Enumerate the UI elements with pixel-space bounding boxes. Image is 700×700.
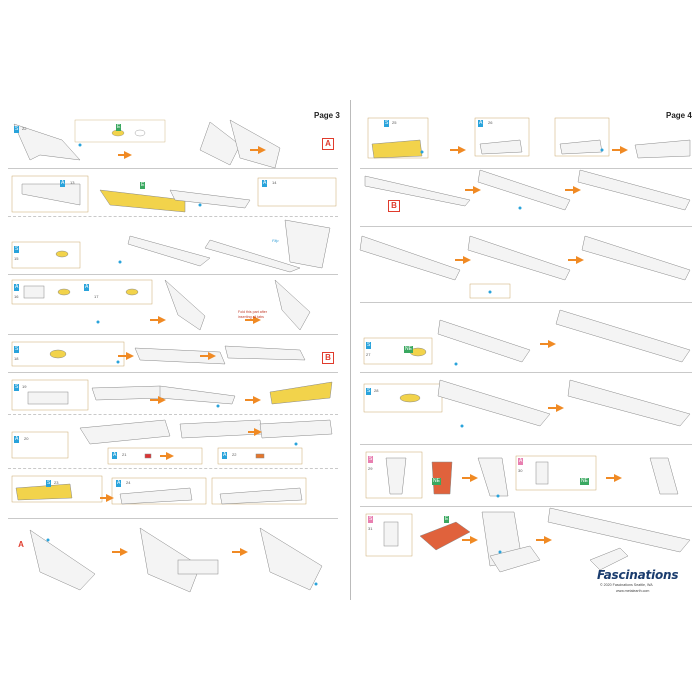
marker-a: A [18, 540, 24, 549]
step-number: 20 [24, 436, 29, 441]
step-number: 29 [368, 466, 373, 471]
step-divider [8, 274, 338, 275]
tag-a: A [116, 480, 122, 487]
tab-markers [46, 143, 604, 586]
step-divider [8, 414, 338, 415]
marker-b: B [388, 200, 400, 212]
fuselage-diagram [11, 379, 333, 411]
step-divider [8, 216, 338, 217]
marker-a: A [322, 138, 334, 150]
tag-e: E [140, 182, 146, 189]
page-label-left: Page 3 [314, 111, 340, 120]
fold-note: Fold this part after inserting all tabs [238, 310, 267, 319]
tag-s: S [384, 120, 390, 127]
stand-diagram [365, 451, 679, 499]
tag-s: S [366, 388, 372, 395]
tag-ne: NE [404, 346, 413, 353]
aircraft-diagram [363, 379, 691, 427]
aircraft-diagram [363, 309, 691, 365]
wing-diagram [11, 219, 331, 273]
tag-s: S [14, 126, 20, 133]
tag-s: S [366, 342, 372, 349]
step-number: 22 [232, 452, 237, 457]
page-label-right: Page 4 [666, 111, 692, 120]
wing-diagram [11, 175, 337, 213]
base-diagram [365, 507, 691, 573]
step-divider [8, 334, 338, 335]
copyright-text: © 2020 Fascinations Seattle, WA [600, 583, 653, 587]
step-number: 16 [14, 294, 19, 299]
tag-a: A [84, 284, 90, 291]
tag-a: A [14, 284, 20, 291]
page-divider [350, 100, 351, 600]
step-number: 24 [126, 480, 131, 485]
step-divider [360, 226, 692, 227]
step-number: 15 [14, 256, 19, 261]
tag-e: E [444, 516, 450, 523]
step-divider [8, 168, 338, 169]
tag-a: A [478, 120, 484, 127]
step-number: 30 [518, 468, 523, 473]
step-number: 17 [94, 294, 99, 299]
step-divider [360, 506, 692, 507]
tag-e: E [116, 124, 122, 131]
aircraft-diagram [364, 169, 691, 211]
fuselage-diagram [367, 117, 691, 159]
tag-a: A [518, 458, 524, 465]
tag-ne: NE [432, 478, 441, 485]
step-number: 27 [366, 352, 371, 357]
tag-s: S [14, 384, 20, 391]
tag-a: A [60, 180, 66, 187]
step-divider [360, 302, 692, 303]
tag-ne: NE [580, 478, 589, 485]
stabilizer-diagram [11, 279, 311, 331]
step-number: 14 [272, 180, 277, 185]
tag-a: A [262, 180, 268, 187]
aircraft-diagram [359, 235, 691, 299]
tag-a: A [222, 452, 228, 459]
wing-piece-diagram [13, 119, 281, 169]
tag-s: S [368, 516, 374, 523]
website-text: www.metalearth.com [616, 589, 650, 593]
tag-s: S [46, 480, 52, 487]
step-number: 26 [488, 120, 493, 125]
step-number: 25 [392, 120, 397, 125]
fuselage-diagram [11, 341, 306, 367]
tag-s: S [14, 246, 20, 253]
marker-b: B [322, 352, 334, 364]
step-number: 19 [22, 384, 27, 389]
part-detail [74, 119, 166, 143]
step-number: 22 [22, 126, 27, 131]
step-number: 31 [368, 526, 373, 531]
fuselage-diagram [11, 475, 307, 505]
flip-note: Flip [272, 238, 279, 243]
tag-s: S [368, 456, 374, 463]
step-number: 28 [374, 388, 379, 393]
tag-a: A [112, 452, 118, 459]
step-number: 18 [14, 356, 19, 361]
tag-s: S [14, 346, 20, 353]
step-number: 13 [70, 180, 75, 185]
step-number: 23 [54, 480, 59, 485]
step-divider [360, 168, 692, 169]
fuselage-diagram [11, 419, 333, 465]
aircraft-diagram [29, 527, 323, 593]
step-divider [360, 444, 692, 445]
step-divider [8, 468, 338, 469]
step-number: 21 [122, 452, 127, 457]
step-divider [8, 518, 338, 519]
step-divider [8, 372, 338, 373]
tag-a: A [14, 436, 20, 443]
step-divider [360, 372, 692, 373]
brand-logo: Fascinations [597, 568, 679, 582]
